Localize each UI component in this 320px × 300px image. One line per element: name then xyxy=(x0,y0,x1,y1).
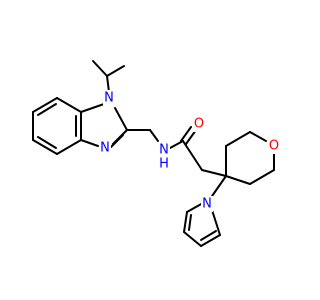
bond xyxy=(225,131,251,147)
bond xyxy=(110,134,124,148)
amide-hydrogen-label: H xyxy=(159,157,169,172)
bond xyxy=(200,234,221,247)
nitrogen-atom-label: N xyxy=(100,141,110,156)
bond xyxy=(114,107,128,131)
bond xyxy=(56,139,82,155)
atom-labels: N N N H O O N xyxy=(99,90,281,212)
bond xyxy=(80,103,105,113)
oxane-oxygen-label: O xyxy=(269,139,279,154)
bond xyxy=(149,129,159,142)
amide-nitrogen-label: N xyxy=(159,143,169,158)
bond xyxy=(183,231,202,247)
pyrrole-nitrogen-label: N xyxy=(202,197,212,212)
bond xyxy=(183,211,188,233)
bond xyxy=(32,97,58,113)
bond xyxy=(209,175,227,200)
bond xyxy=(169,140,184,149)
bond xyxy=(80,139,99,147)
bond xyxy=(185,129,197,145)
carbonyl-oxygen-label: O xyxy=(194,117,204,132)
bond xyxy=(56,97,82,113)
bond xyxy=(249,169,275,185)
molecule-structure: N N N H O O N xyxy=(32,60,281,247)
bond xyxy=(182,140,203,171)
bond xyxy=(201,169,227,177)
bond xyxy=(37,103,57,116)
bond xyxy=(180,126,192,142)
bond xyxy=(32,139,58,155)
bonds xyxy=(32,60,275,247)
nitrogen-atom-label: N xyxy=(104,91,114,106)
bond xyxy=(225,175,251,185)
bond xyxy=(92,60,108,77)
bond xyxy=(37,136,57,149)
bond xyxy=(211,209,221,236)
bond xyxy=(106,65,125,77)
bond xyxy=(186,202,204,213)
bond xyxy=(249,131,267,142)
bond xyxy=(188,214,192,231)
bond xyxy=(106,75,110,93)
bond xyxy=(200,230,217,241)
